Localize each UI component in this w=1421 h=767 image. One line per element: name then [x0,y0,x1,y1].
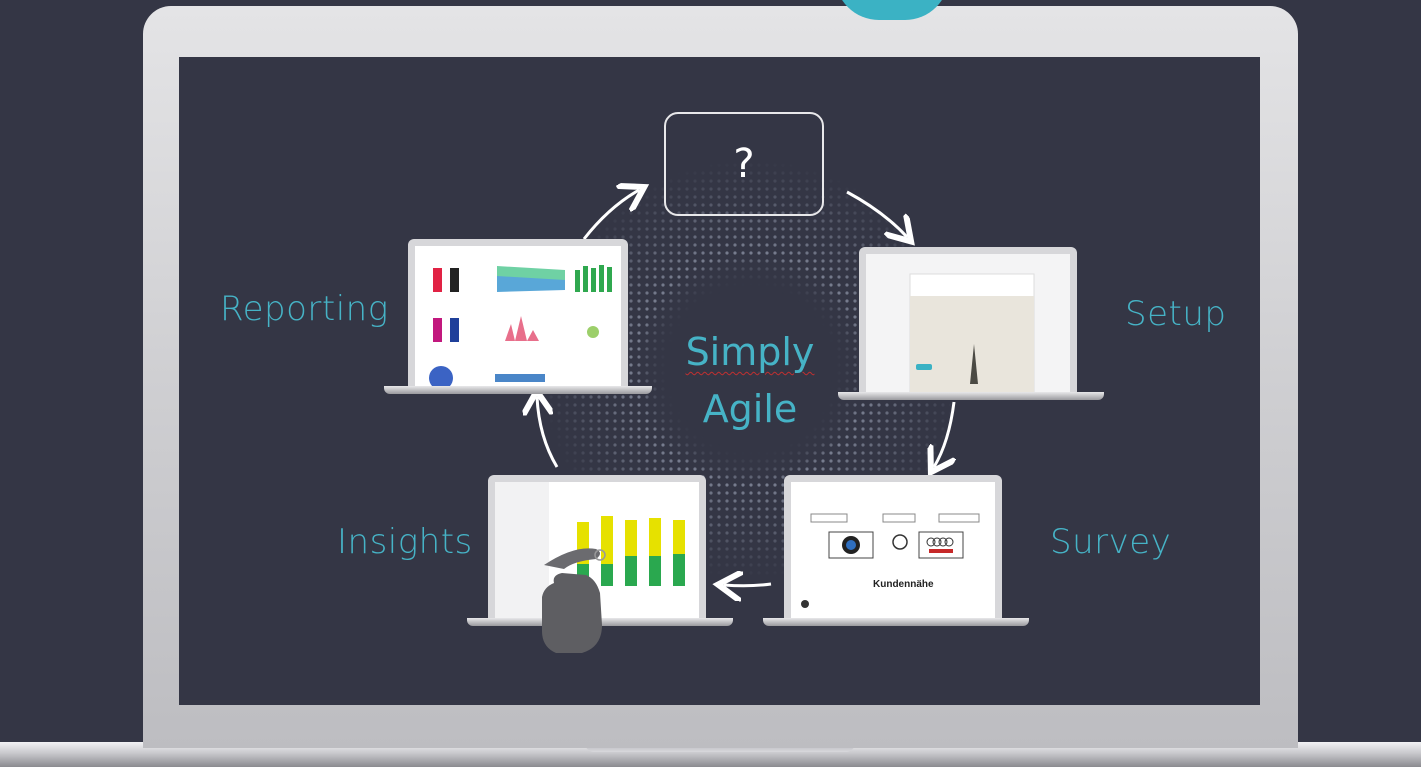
stage-label-setup: Setup [1125,294,1227,334]
audi-logo [929,549,953,553]
insights-stacked-bars [495,482,685,618]
setup-editor [866,254,1070,392]
laptop-screen: ? Simply Agile Reporting Setup Survey In… [179,57,1260,705]
arrow-setup-to-survey [934,401,954,467]
survey-brand-choices [801,513,980,608]
reporting-charts [429,265,612,386]
arrow-top-to-setup [846,190,907,237]
question-mark: ? [733,141,755,187]
setup-laptop [838,247,1104,401]
survey-word: Kundennähe [873,579,934,590]
mercedes-logo [892,534,908,550]
center-title-line2: Agile [702,387,798,431]
survey-laptop: Kundennähe [763,475,1029,627]
cycle-arrows [179,57,1260,705]
touch-hand-icon [542,548,606,653]
survey-screen [791,482,995,618]
stage-label-reporting: Reporting [220,289,389,329]
center-title-line1: Simply [685,330,815,374]
stage-label-survey: Survey [1050,522,1172,562]
reporting-laptop [384,239,652,395]
setup-survey-preview [909,273,1035,392]
dotted-halo [541,159,961,579]
arrow-survey-to-insights [724,584,772,586]
reporting-dashboard [415,246,621,386]
arrow-insights-to-reporting [537,397,559,468]
open-question-box: ? [664,112,824,216]
camera-notch [835,0,949,20]
stage-label-insights: Insights [337,522,473,562]
arrow-reporting-to-top [582,190,639,240]
